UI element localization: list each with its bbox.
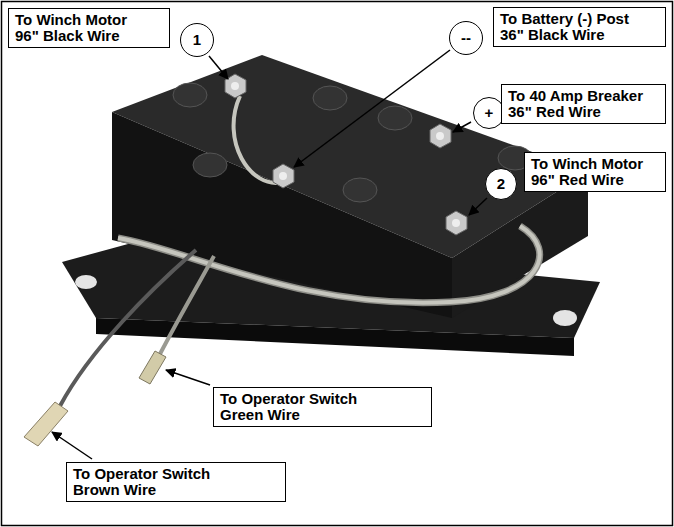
callout-circle: -- (449, 21, 483, 55)
callout-box: To Operator Switch Green Wire (213, 387, 432, 427)
leader-arrow (453, 122, 471, 132)
green-wire (160, 256, 214, 354)
leader-arrow (469, 198, 487, 215)
callout-number: + (485, 105, 494, 121)
terminal-bolt (436, 132, 444, 140)
terminal-bolt (452, 219, 460, 227)
callout-text: To Operator Switch Green Wire (220, 391, 380, 423)
callout-text: To Winch Motor 96" Black Wire (15, 12, 140, 44)
terminal-nut (273, 164, 294, 188)
body-boss (173, 83, 207, 107)
callout-box: To Operator Switch Brown Wire (66, 462, 286, 502)
mount-hole (553, 310, 577, 326)
callout-box: To Battery (-) Post 36" Black Wire (493, 7, 666, 47)
terminal-post (273, 164, 294, 188)
callout-number: 1 (193, 32, 201, 48)
callout-box: To Winch Motor 96" Black Wire (8, 8, 170, 48)
callout-text: To Winch Motor 96" Red Wire (531, 156, 656, 188)
spade-connector (139, 351, 166, 384)
callout-text: To Operator Switch Brown Wire (73, 466, 233, 498)
callout-box: To 40 Amp Breaker 36" Red Wire (501, 84, 666, 124)
callout-box: To Winch Motor 96" Red Wire (524, 152, 666, 192)
callout-circle: 1 (180, 23, 214, 57)
terminal-bolt (279, 172, 287, 180)
callout-text: To 40 Amp Breaker 36" Red Wire (508, 88, 658, 120)
body-boss (193, 153, 227, 177)
leader-arrow (52, 432, 92, 459)
callout-circle: 2 (485, 168, 517, 200)
terminal-post (446, 211, 467, 235)
leader-arrow (166, 370, 210, 385)
terminal-bolt (231, 82, 239, 90)
body-boss (343, 178, 377, 202)
terminal-post (225, 74, 246, 98)
terminal-nut (446, 211, 467, 235)
body-side (452, 172, 588, 318)
leader-lines (52, 50, 487, 459)
body-boss (313, 86, 347, 110)
callout-text: To Battery (-) Post 36" Black Wire (500, 11, 650, 43)
terminal-post (430, 124, 451, 148)
mount-hole (75, 275, 97, 289)
leader-arrow (294, 50, 450, 167)
spade-connector (24, 402, 68, 446)
callout-number: 2 (497, 176, 505, 192)
leader-arrow (209, 56, 228, 79)
callout-number: -- (461, 30, 471, 46)
terminal-nut (430, 124, 451, 148)
terminal-nut (225, 74, 246, 98)
body-boss (378, 106, 412, 130)
